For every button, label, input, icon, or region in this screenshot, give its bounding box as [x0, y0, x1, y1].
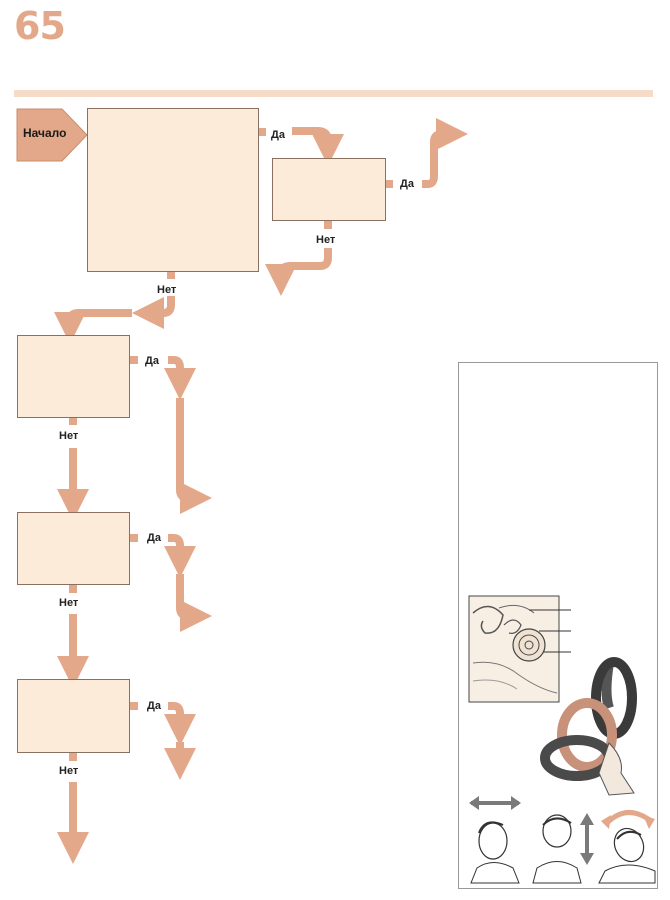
arrow-box3-yes-a: [164, 356, 196, 400]
head-turn-sideways-icon: [469, 796, 521, 884]
yes-label-box5: Да: [147, 700, 161, 712]
ear-anatomy-icon: [468, 595, 571, 703]
semicircular-canals-icon: [540, 657, 637, 796]
yes-label-box2: Да: [400, 178, 414, 190]
head-tilt-back-icon: [532, 813, 594, 884]
header-rule: [14, 90, 653, 97]
decision-box-3: [17, 335, 130, 418]
stub-box1-right: [258, 128, 266, 136]
arrow-box5-yes-a: [164, 702, 196, 746]
page-number: 65: [14, 4, 66, 48]
stub-box4-right: [130, 534, 138, 542]
decision-box-2: [272, 158, 386, 221]
stub-box3-right: [130, 356, 138, 364]
panel-illustrations: [468, 595, 656, 884]
no-label-box5: Нет: [59, 765, 79, 777]
arrow-box2-yes: [422, 118, 468, 188]
yes-label-box4: Да: [147, 532, 161, 544]
stub-box3-bottom: [69, 417, 77, 425]
no-label-box4: Нет: [59, 597, 79, 609]
stub-box1-bottom: [167, 271, 175, 279]
arrow-box4-yes-a: [164, 534, 196, 578]
stub-box5-right: [130, 702, 138, 710]
stub-box4-bottom: [69, 585, 77, 593]
yes-label-box3: Да: [145, 355, 159, 367]
stub-box5-bottom: [69, 753, 77, 761]
head-rotate-icon: [598, 810, 656, 884]
arrow-box1-no: [132, 296, 175, 329]
decision-box-5: [17, 679, 130, 753]
decision-box-4: [17, 512, 130, 585]
arrow-box2-no: [265, 248, 332, 296]
no-label-box1: Нет: [157, 284, 177, 296]
no-label-box3: Нет: [59, 430, 79, 442]
yes-label-box1: Да: [271, 129, 285, 141]
start-arrow-shape: [16, 108, 88, 162]
arrow-box1-yes: [292, 127, 344, 166]
illustration-panel: [458, 362, 658, 889]
arrow-box1-no-continue: [54, 309, 132, 344]
decision-box-1: [87, 108, 259, 272]
arrow-box4-yes-b: [176, 574, 212, 632]
no-label-box2: Нет: [316, 234, 336, 246]
start-label: Начало: [23, 126, 67, 140]
arrow-box3-yes-b: [176, 398, 212, 514]
stub-box2-bottom: [324, 221, 332, 229]
stub-box2-right: [385, 180, 393, 188]
